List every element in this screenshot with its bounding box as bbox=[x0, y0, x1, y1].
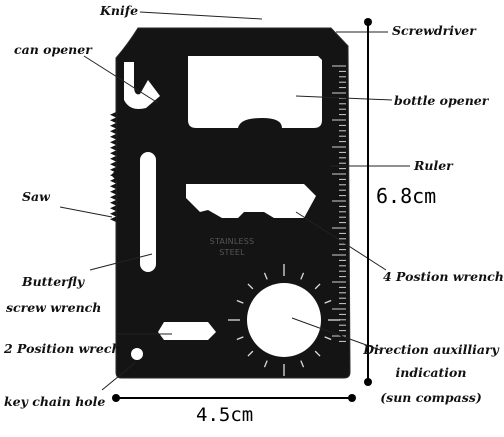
label-butterfly-line1: Butterfly bbox=[22, 274, 85, 289]
compass-tick bbox=[236, 336, 244, 341]
leader-direction bbox=[291, 317, 381, 351]
width-dimension-left-dot bbox=[112, 394, 120, 402]
saw-tooth bbox=[110, 112, 116, 118]
compass-tick bbox=[300, 360, 305, 368]
leader-can-opener bbox=[83, 55, 159, 104]
four-position-wrench-cutout bbox=[186, 184, 316, 218]
saw-tooth bbox=[110, 156, 116, 162]
saw-tooth bbox=[110, 216, 116, 222]
label-ruler: Ruler bbox=[414, 158, 453, 173]
compass-tick bbox=[314, 350, 321, 357]
compass-tick bbox=[247, 350, 254, 357]
width-dimension-right-dot bbox=[348, 394, 356, 402]
label-key-chain-hole: key chain hole bbox=[4, 394, 106, 409]
compass-ticks bbox=[228, 264, 340, 376]
label-saw: Saw bbox=[22, 189, 50, 204]
can-opener-notch bbox=[124, 62, 160, 109]
saw-teeth bbox=[110, 112, 116, 222]
label-four-position-wrench: 4 Postion wrench bbox=[383, 269, 504, 284]
saw-tooth bbox=[110, 123, 116, 129]
leader-four-position-wrench bbox=[295, 211, 387, 271]
saw-tooth bbox=[110, 194, 116, 200]
width-dimension-value: 4.5cm bbox=[196, 404, 254, 426]
saw-tooth bbox=[110, 167, 116, 173]
card-stamp-line2: STEEL bbox=[219, 248, 245, 257]
height-dimension-bottom-dot bbox=[364, 378, 372, 386]
saw-tooth bbox=[110, 117, 116, 123]
compass-tick bbox=[324, 299, 332, 304]
saw-tooth bbox=[110, 145, 116, 151]
saw-tooth bbox=[110, 150, 116, 156]
compass-tick bbox=[300, 272, 305, 280]
label-can-opener: can opener bbox=[14, 42, 92, 57]
height-dimension-value: 6.8cm bbox=[376, 184, 437, 208]
label-butterfly-line2: screw wrench bbox=[6, 300, 102, 315]
compass-tick bbox=[314, 283, 321, 290]
saw-tooth bbox=[110, 189, 116, 195]
label-direction-line2: indication bbox=[395, 365, 467, 380]
label-two-position-wrench: 2 Position wrech bbox=[4, 341, 121, 356]
label-knife: Knife bbox=[100, 3, 139, 18]
saw-tooth bbox=[110, 211, 116, 217]
dimension-lines bbox=[112, 18, 372, 402]
leader-saw bbox=[59, 206, 113, 218]
card-stamp-line1: STAINLESS bbox=[209, 237, 255, 246]
compass-tick bbox=[247, 283, 254, 290]
butterfly-slot bbox=[140, 152, 156, 272]
saw-tooth bbox=[110, 139, 116, 145]
saw-tooth bbox=[110, 205, 116, 211]
saw-tooth bbox=[110, 178, 116, 184]
compass-tick bbox=[263, 272, 268, 280]
label-bottle-opener: bottle opener bbox=[394, 93, 489, 108]
compass-tick bbox=[324, 336, 332, 341]
saw-tooth bbox=[110, 183, 116, 189]
compass-tick bbox=[236, 299, 244, 304]
leader-butterfly bbox=[89, 253, 153, 271]
label-direction-line1: Direction auxilliary bbox=[363, 342, 499, 357]
compass-ring bbox=[247, 283, 321, 357]
label-direction-line3: (sun compass) bbox=[380, 390, 482, 405]
two-position-wrench-cutout bbox=[158, 322, 216, 340]
saw-tooth bbox=[110, 134, 116, 140]
leader-key-chain-hole bbox=[101, 361, 137, 391]
ruler-ticks bbox=[332, 65, 346, 342]
leader-bottle-opener bbox=[295, 95, 393, 101]
leader-lines bbox=[59, 11, 410, 391]
saw-tooth bbox=[110, 128, 116, 134]
saw-tooth bbox=[110, 200, 116, 206]
label-screwdriver: Screwdriver bbox=[392, 23, 476, 38]
card-stamp: STAINLESS STEEL bbox=[196, 236, 268, 258]
saw-tooth bbox=[110, 172, 116, 178]
bottle-opener-cutout bbox=[188, 56, 322, 128]
leader-knife bbox=[139, 11, 263, 20]
height-dimension-top-dot bbox=[364, 18, 372, 26]
key-chain-hole bbox=[131, 348, 143, 360]
saw-tooth bbox=[110, 161, 116, 167]
compass-tick bbox=[263, 360, 268, 368]
